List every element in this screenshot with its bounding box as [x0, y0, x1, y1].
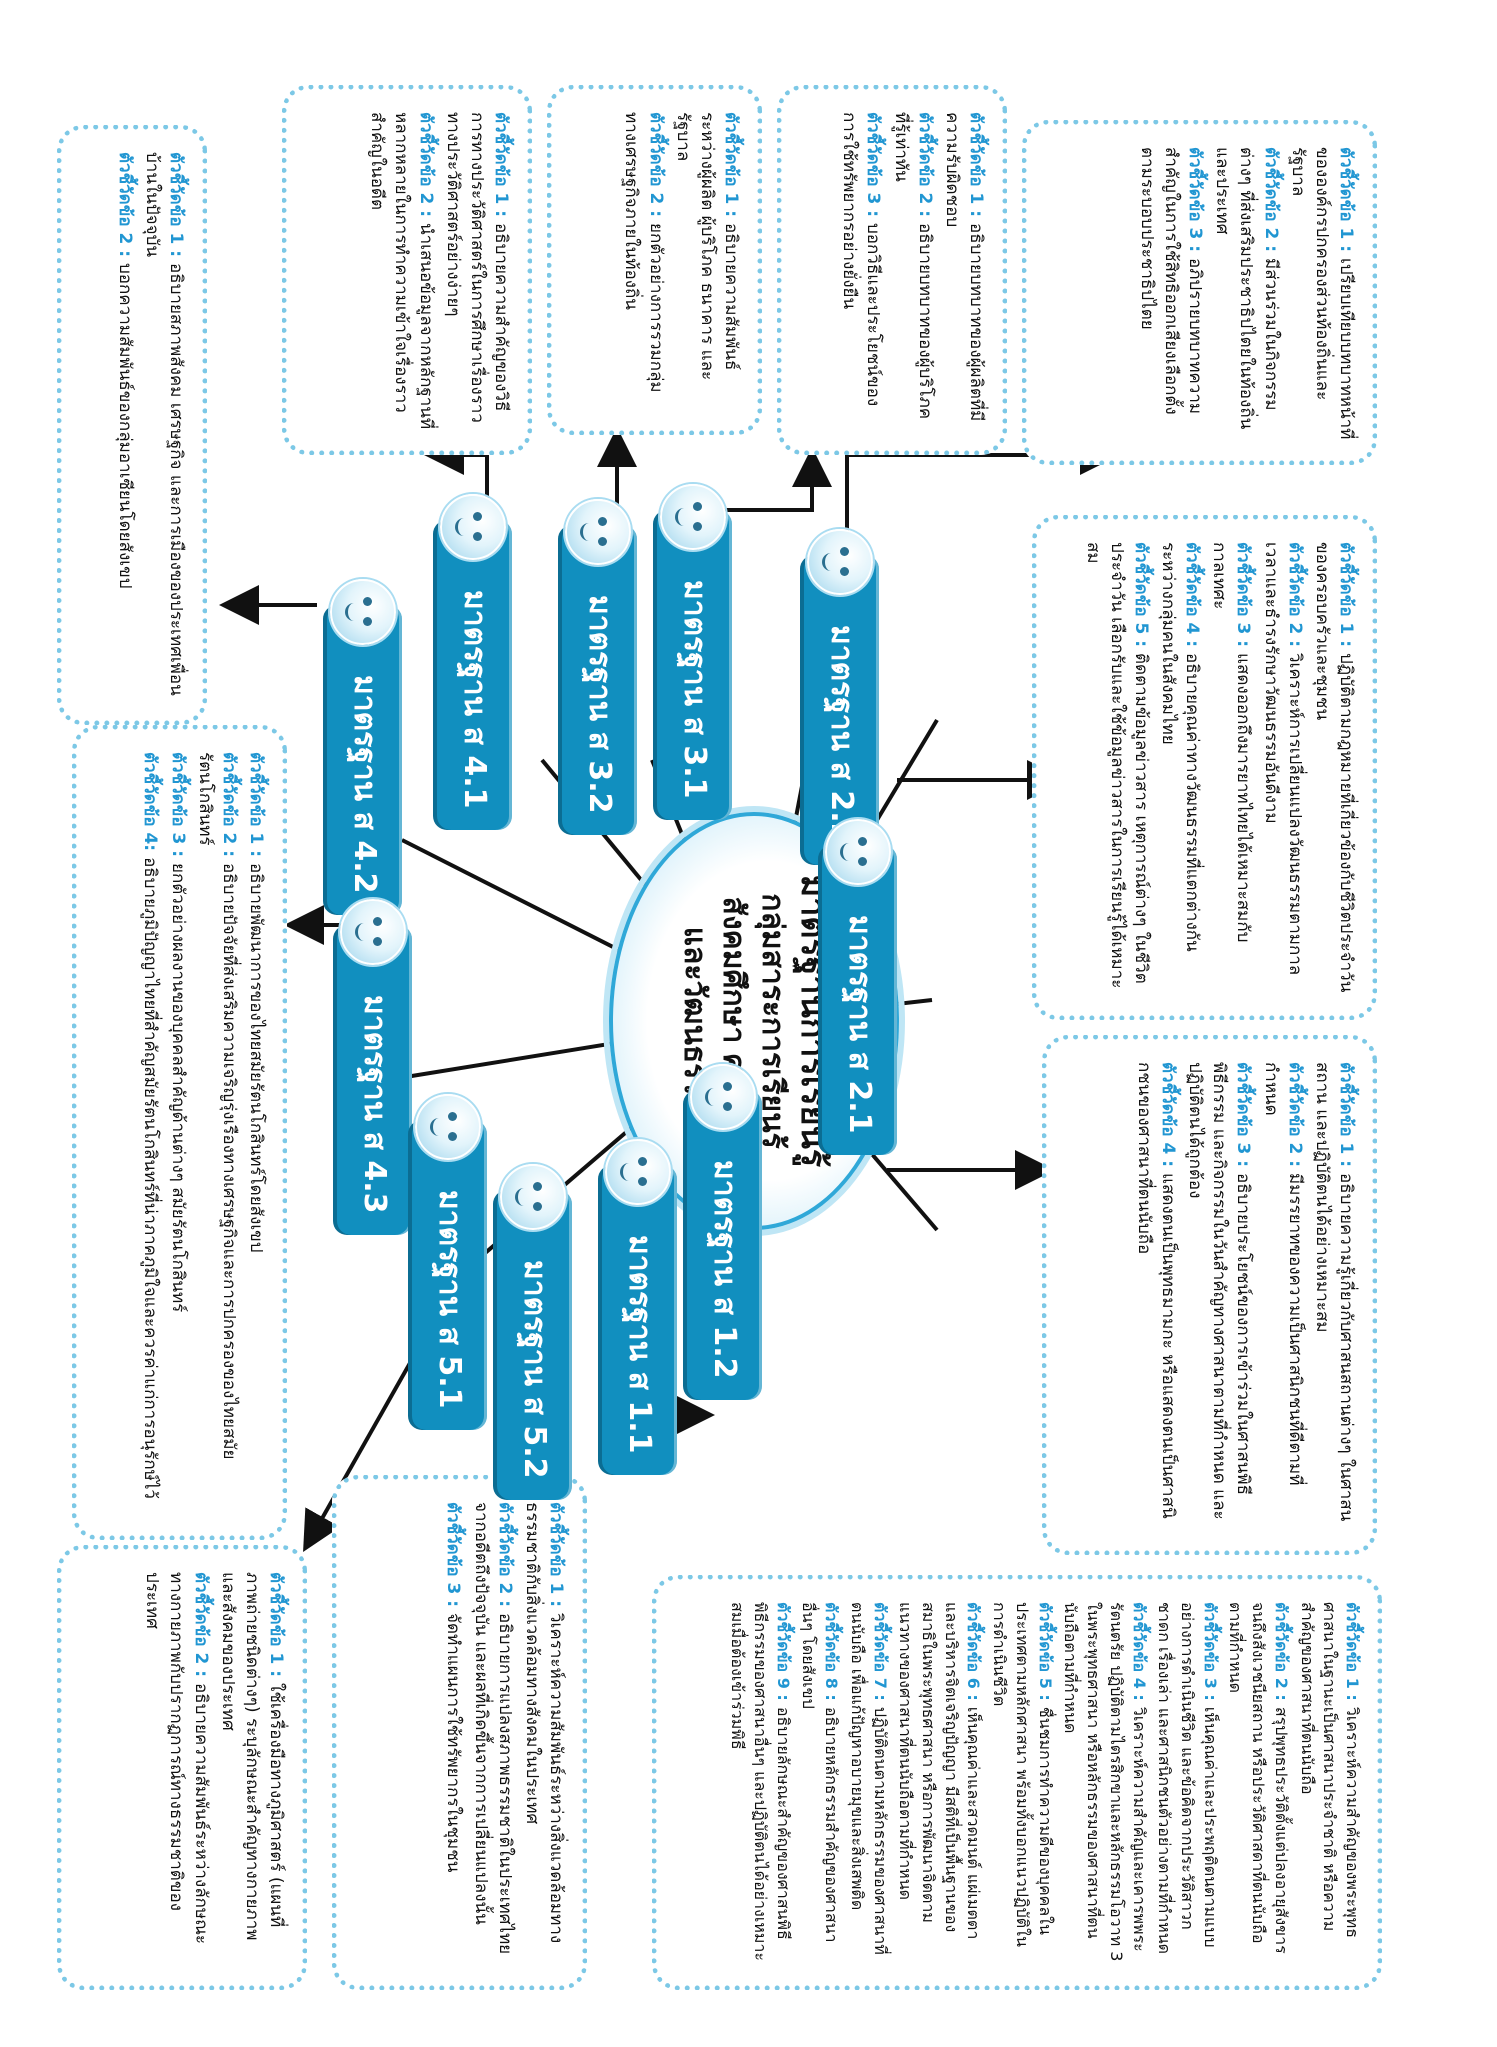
s43-item-1: ตัวชี้วัดข้อ 1 :อธิบายพัฒนาการของไทยสมัย…	[246, 752, 266, 1253]
standard-s31: มาตรฐาน ส 3.1	[657, 484, 732, 821]
s21-item-2: ตัวชี้วัดข้อ 2 :วิเคราะห์การเปลี่ยนแปลงว…	[1260, 542, 1305, 976]
s43-item-2: ตัวชี้วัดข้อ 2 :อธิบายปัจจัยที่ส่งเสริมค…	[194, 752, 239, 1460]
s41-item-2: ตัวชี้วัดข้อ 2 :นำเสนอข้อมูลจากหลักฐานที…	[367, 112, 436, 430]
mascot-icon	[330, 579, 396, 645]
s12-item-4: ตัวชี้วัดข้อ 4 :แสดงตนเป็นพุทธมามกะ หรือ…	[1134, 1062, 1179, 1519]
s22-item-2: ตัวชี้วัดข้อ 2 :มีส่วนร่วมในกิจกรรมต่างๆ…	[1212, 147, 1281, 430]
standard-s42: มาตรฐาน ส 4.2	[327, 579, 402, 916]
box-s11: ตัวชี้วัดข้อ 1 :วิเคราะห์ความสำคัญของพระ…	[652, 1575, 1382, 1990]
box-s22: ตัวชี้วัดข้อ 1 :เปรียบเทียบบทบาทหน้าที่ข…	[1022, 120, 1377, 465]
standard-s41: มาตรฐาน ส 4.1	[437, 494, 512, 831]
standard-s51: มาตรฐาน ส 5.1	[412, 1094, 487, 1431]
s11-item-6: ตัวชี้วัดข้อ 6 :เห็นคุณค่าและสวดมนต์ แผ่…	[896, 1602, 984, 1940]
standard-s21: มาตรฐาน ส 2.1	[822, 819, 897, 1156]
s12-item-1: ตัวชี้วัดข้อ 1 :อธิบายความรู้เกี่ยวกับศา…	[1311, 1062, 1356, 1522]
mascot-icon	[340, 899, 406, 965]
arrow-s22	[845, 435, 1120, 555]
s52-item-2: ตัวชี้วัดข้อ 2 :อธิบายการแปลงสภาพธรรมชาต…	[470, 1502, 515, 1955]
box-s43: ตัวชี้วัดข้อ 1 :อธิบายพัฒนาการของไทยสมัย…	[72, 725, 287, 1540]
box-s52: ตัวชี้วัดข้อ 1 :วิเคราะห์ความสัมพันธ์ระห…	[332, 1475, 587, 1990]
s21-item-5: ตัวชี้วัดข้อ 5 :ติดตามข้อมูลข่าวสาร เหตุ…	[1082, 542, 1151, 989]
s31-item-1: ตัวชี้วัดข้อ 1 :อธิบายบทบาทของผู้ผลิตที่…	[941, 112, 986, 422]
s31-item-3: ตัวชี้วัดข้อ 3 :บอกวิธีและประโยชน์ของการ…	[839, 112, 884, 407]
s12-item-3: ตัวชี้วัดข้อ 3 :อธิบายประโยชน์ของการเข้า…	[1185, 1062, 1254, 1520]
s22-item-1: ตัวชี้วัดข้อ 1 :เปรียบเทียบบทบาทหน้าที่ข…	[1287, 147, 1356, 440]
s43-item-4: ตัวชี้วัดข้อ 4:อธิบายภูมิปัญญาไทยที่สำคั…	[140, 752, 161, 1499]
mascot-icon	[825, 819, 891, 885]
s11-item-3: ตัวชี้วัดข้อ 3 :เห็นคุณค่าและประพฤติตนตา…	[1155, 1602, 1220, 1955]
mascot-icon	[605, 1139, 671, 1205]
mascot-icon	[690, 1064, 756, 1130]
s31-item-2: ตัวชี้วัดข้อ 2 :อธิบายบทบาทของผู้บริโภคท…	[890, 112, 935, 420]
standard-s11: มาตรฐาน ส 1.1	[602, 1139, 677, 1476]
s11-item-4: ตัวชี้วัดข้อ 4 :วิเคราะห์ความสำคัญและเคา…	[1061, 1602, 1149, 1962]
box-s42: ตัวชี้วัดข้อ 1 :อธิบายสภาพสังคม เศรษฐกิจ…	[57, 125, 207, 725]
s42-item-2: ตัวชี้วัดข้อ 2 :บอกความสัมพันธ์ของกลุ่มอ…	[114, 152, 135, 589]
s11-item-9: ตัวชี้วัดข้อ 9 :อธิบายลักษณะสำคัญของศาสน…	[728, 1602, 793, 1961]
standard-s12: มาตรฐาน ส 1.2	[687, 1064, 762, 1401]
s41-item-1: ตัวชี้วัดข้อ 1 :อธิบายความสำคัญของวิธีกา…	[442, 112, 511, 423]
s32-item-2: ตัวชี้วัดข้อ 2 :ยกตัวอย่างการรวมกลุ่มทาง…	[621, 112, 666, 393]
s11-item-7: ตัวชี้วัดข้อ 7 :ปฏิบัติตนตามหลักธรรมของศ…	[847, 1602, 890, 1955]
box-s32: ตัวชี้วัดข้อ 1 :อธิบายความสัมพันธ์ระหว่า…	[547, 85, 762, 435]
s32-item-1: ตัวชี้วัดข้อ 1 :อธิบายความสัมพันธ์ระหว่า…	[672, 112, 741, 381]
s11-item-8: ตัวชี้วัดข้อ 8 :อธิบายหลักธรรมสำคัญของศา…	[799, 1602, 842, 1943]
s11-item-5: ตัวชี้วัดข้อ 5 :ชื่นชมการทำความดีของบุคค…	[990, 1602, 1055, 1947]
mascot-icon	[440, 494, 506, 560]
standard-s32: มาตรฐาน ส 3.2	[562, 499, 637, 836]
standard-s52: มาตรฐาน ส 5.2	[497, 1164, 572, 1501]
box-s12: ตัวชี้วัดข้อ 1 :อธิบายความรู้เกี่ยวกับศา…	[1042, 1035, 1377, 1555]
s43-item-3: ตัวชี้วัดข้อ 3 :ยกตัวอย่างผลงานของบุคคลส…	[167, 752, 188, 1313]
s52-item-3: ตัวชี้วัดข้อ 3 :จัดทำแผนการใช้ทรัพยากรใน…	[443, 1502, 464, 1873]
s11-item-2: ตัวชี้วัดข้อ 2 :สรุปพุทธประวัติตั้งแต่ปล…	[1226, 1602, 1291, 1954]
s51-item-2: ตัวชี้วัดข้อ 2 :อธิบายความสัมพันธ์ระหว่า…	[142, 1572, 211, 1945]
s21-item-3: ตัวชี้วัดข้อ 3 :แสดงออกถึงมารยาทไทยได้เห…	[1209, 542, 1254, 943]
s42-item-1: ตัวชี้วัดข้อ 1 :อธิบายสภาพสังคม เศรษฐกิจ…	[141, 152, 186, 696]
box-s41: ตัวชี้วัดข้อ 1 :อธิบายความสำคัญของวิธีกา…	[282, 85, 532, 455]
box-s31: ตัวชี้วัดข้อ 1 :อธิบายบทบาทของผู้ผลิตที่…	[777, 85, 1007, 455]
standard-s22: มาตรฐาน ส 2.2	[804, 529, 879, 866]
s11-item-1: ตัวชี้วัดข้อ 1 :วิเคราะห์ความสำคัญของพระ…	[1297, 1602, 1362, 1938]
s52-item-1: ตัวชี้วัดข้อ 1 :วิเคราะห์ความสัมพันธ์ระห…	[521, 1502, 566, 1944]
s51-item-1: ตัวชี้วัดข้อ 1 :ใช้เครื่องมือทางภูมิศาสต…	[217, 1572, 286, 1941]
s21-item-4: ตัวชี้วัดข้อ 4 :อธิบายคุณค่าทางวัฒนธรรมท…	[1158, 542, 1203, 952]
mascot-icon	[660, 484, 726, 550]
box-s21: ตัวชี้วัดข้อ 1 :ปฏิบัติตามกฎหมายที่เกี่ย…	[1032, 515, 1377, 1020]
s21-item-1: ตัวชี้วัดข้อ 1 :ปฏิบัติตามกฎหมายที่เกี่ย…	[1311, 542, 1356, 993]
mascot-icon	[565, 499, 631, 565]
mascot-icon	[415, 1094, 481, 1160]
mascot-icon	[807, 529, 873, 595]
arrow-s31	[712, 447, 832, 512]
s12-item-2: ตัวชี้วัดข้อ 2 :มีมรรยาทของความเป็นศาสนิ…	[1260, 1062, 1305, 1486]
standard-s43: มาตรฐาน ส 4.3	[337, 899, 412, 1236]
mascot-icon	[500, 1164, 566, 1230]
box-s51: ตัวชี้วัดข้อ 1 :ใช้เครื่องมือทางภูมิศาสต…	[57, 1545, 307, 1990]
s22-item-3: ตัวชี้วัดข้อ 3 :อภิปรายบทบาทความสำคัญในก…	[1137, 147, 1206, 415]
